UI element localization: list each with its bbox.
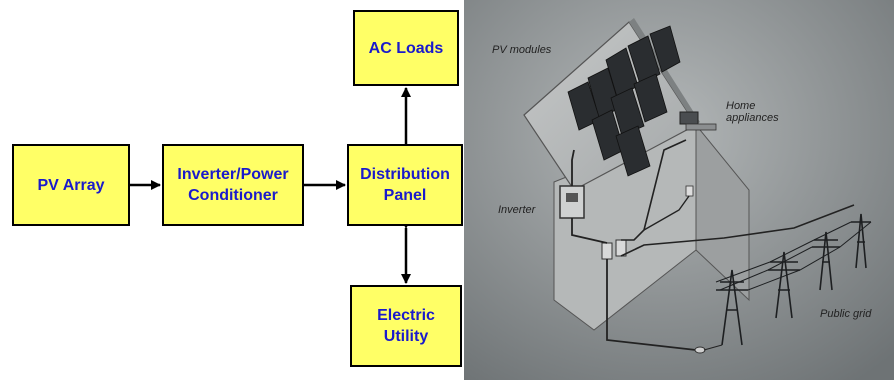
power-pylons xyxy=(715,213,872,346)
inverter-label-photo: Inverter xyxy=(498,204,536,216)
pv-array-label: PV Array xyxy=(37,176,105,194)
ac-loads-label: AC Loads xyxy=(368,39,444,57)
wire-to-public-grid xyxy=(620,204,855,257)
wire-inverter-to-meter xyxy=(571,218,608,244)
distribution-panel-box: Distribution Panel xyxy=(347,144,463,226)
wire-meter-to-ground xyxy=(606,259,697,351)
outlet xyxy=(685,185,694,197)
house-illustration-photo: PV modules Home appliances Inverter Publ… xyxy=(464,0,894,380)
ac-loads-box: AC Loads xyxy=(353,10,459,86)
house-illustration xyxy=(464,0,894,380)
home-appliance-desk xyxy=(685,123,717,131)
wire-to-outlet xyxy=(643,195,690,231)
home-appliances-label: Home appliances xyxy=(726,100,779,124)
wire-pv-to-inverter xyxy=(571,149,575,186)
distribution-panel-label: Distribution Panel xyxy=(360,166,450,204)
grid-line-to-tower xyxy=(703,344,723,351)
meter-box-1 xyxy=(601,242,613,260)
inverter-label: Inverter/Power Conditioner xyxy=(177,166,289,204)
electric-utility-label: Electric Utility xyxy=(377,307,435,345)
ground-connection xyxy=(694,346,706,354)
pv-modules-label: PV modules xyxy=(492,44,552,56)
flow-arrows xyxy=(130,87,411,284)
electric-utility-box: Electric Utility xyxy=(350,285,462,367)
public-grid-label: Public grid xyxy=(820,308,872,320)
inverter-box: Inverter/Power Conditioner xyxy=(162,144,304,226)
inverter-display xyxy=(566,193,578,202)
home-appliance-tv xyxy=(679,111,699,125)
pv-modules-graphic xyxy=(567,25,681,177)
block-diagram-panel: PV Array Inverter/Power Conditioner Dist… xyxy=(12,10,463,367)
pv-array-box: PV Array xyxy=(12,144,130,226)
